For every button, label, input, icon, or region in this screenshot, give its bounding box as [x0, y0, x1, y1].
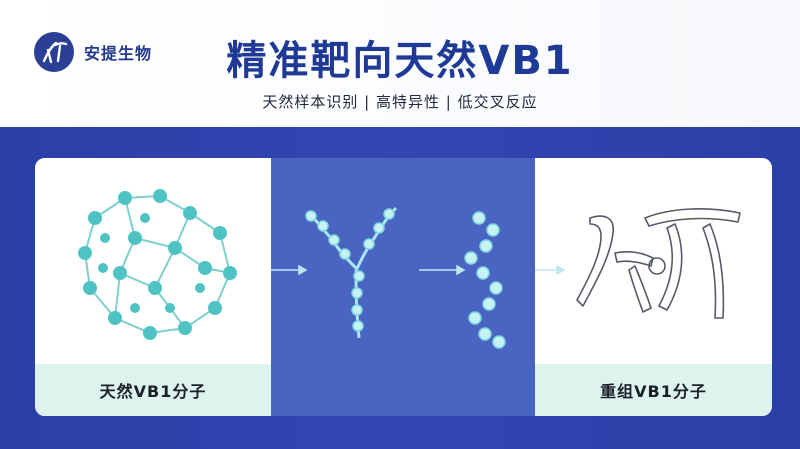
double-helix-chains-icon [271, 206, 506, 349]
panel-natural: 天然VB1分子 [35, 158, 271, 416]
header: 安提生物 精准靶向天然VB1 天然样本识别 | 高特异性 | 低交叉反应 [0, 0, 800, 127]
brand-name: 安提生物 [84, 44, 153, 63]
molecule-cluster-icon [78, 189, 237, 340]
page-subtitle: 天然样本识别 | 高特异性 | 低交叉反应 [262, 93, 538, 111]
brand-logo-icon [34, 32, 74, 72]
page-title: 精准靶向天然VB1 [226, 38, 574, 84]
line-art-monogram-icon [535, 208, 741, 319]
label-natural-vb1: 天然VB1分子 [35, 364, 271, 416]
panel-process [271, 158, 535, 416]
panel-recombinant: 重组VB1分子 [535, 158, 772, 416]
label-recombinant-vb1: 重组VB1分子 [535, 364, 772, 416]
comparison-card: 天然VB1分子 [35, 158, 772, 416]
